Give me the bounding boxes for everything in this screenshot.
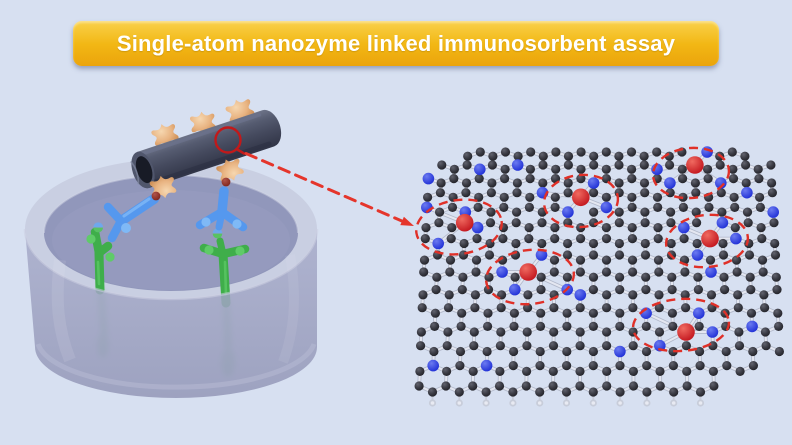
graphene-lattice xyxy=(414,146,785,407)
nanotube-body xyxy=(137,109,282,189)
antibody-sandwich-left xyxy=(86,194,159,295)
detection-antibody-blue-left xyxy=(103,194,159,243)
single-atom-site-circles xyxy=(415,146,750,353)
well-front-wall xyxy=(25,229,317,398)
antigen-left xyxy=(93,222,103,233)
antibody-sandwich-right xyxy=(195,186,250,308)
title-text: Single-atom nanozyme linked immunosorben… xyxy=(116,31,676,56)
nanotube-opening-hole xyxy=(135,156,153,184)
well-right-sheen xyxy=(278,254,300,364)
linker-sphere-right xyxy=(221,177,231,187)
well-front-rim-highlight xyxy=(23,228,319,301)
zoom-circle-icon xyxy=(214,126,246,155)
nanozyme-stars-bottom xyxy=(148,154,246,201)
nanotube xyxy=(130,109,282,189)
capture-antibody-green-left xyxy=(86,227,115,295)
detection-antibody-blue-right xyxy=(195,186,248,232)
hydrogen-atoms xyxy=(428,395,705,407)
well-bottom-bevel xyxy=(35,343,317,390)
lattice-atoms xyxy=(414,146,785,397)
linker-sphere-left xyxy=(151,191,161,201)
zoom-arrow-icon xyxy=(244,152,414,226)
microplate-well-front xyxy=(23,228,319,398)
title-banner: Single-atom nanozyme linked immunosorben… xyxy=(73,21,719,66)
well-left-sheen xyxy=(51,259,76,363)
